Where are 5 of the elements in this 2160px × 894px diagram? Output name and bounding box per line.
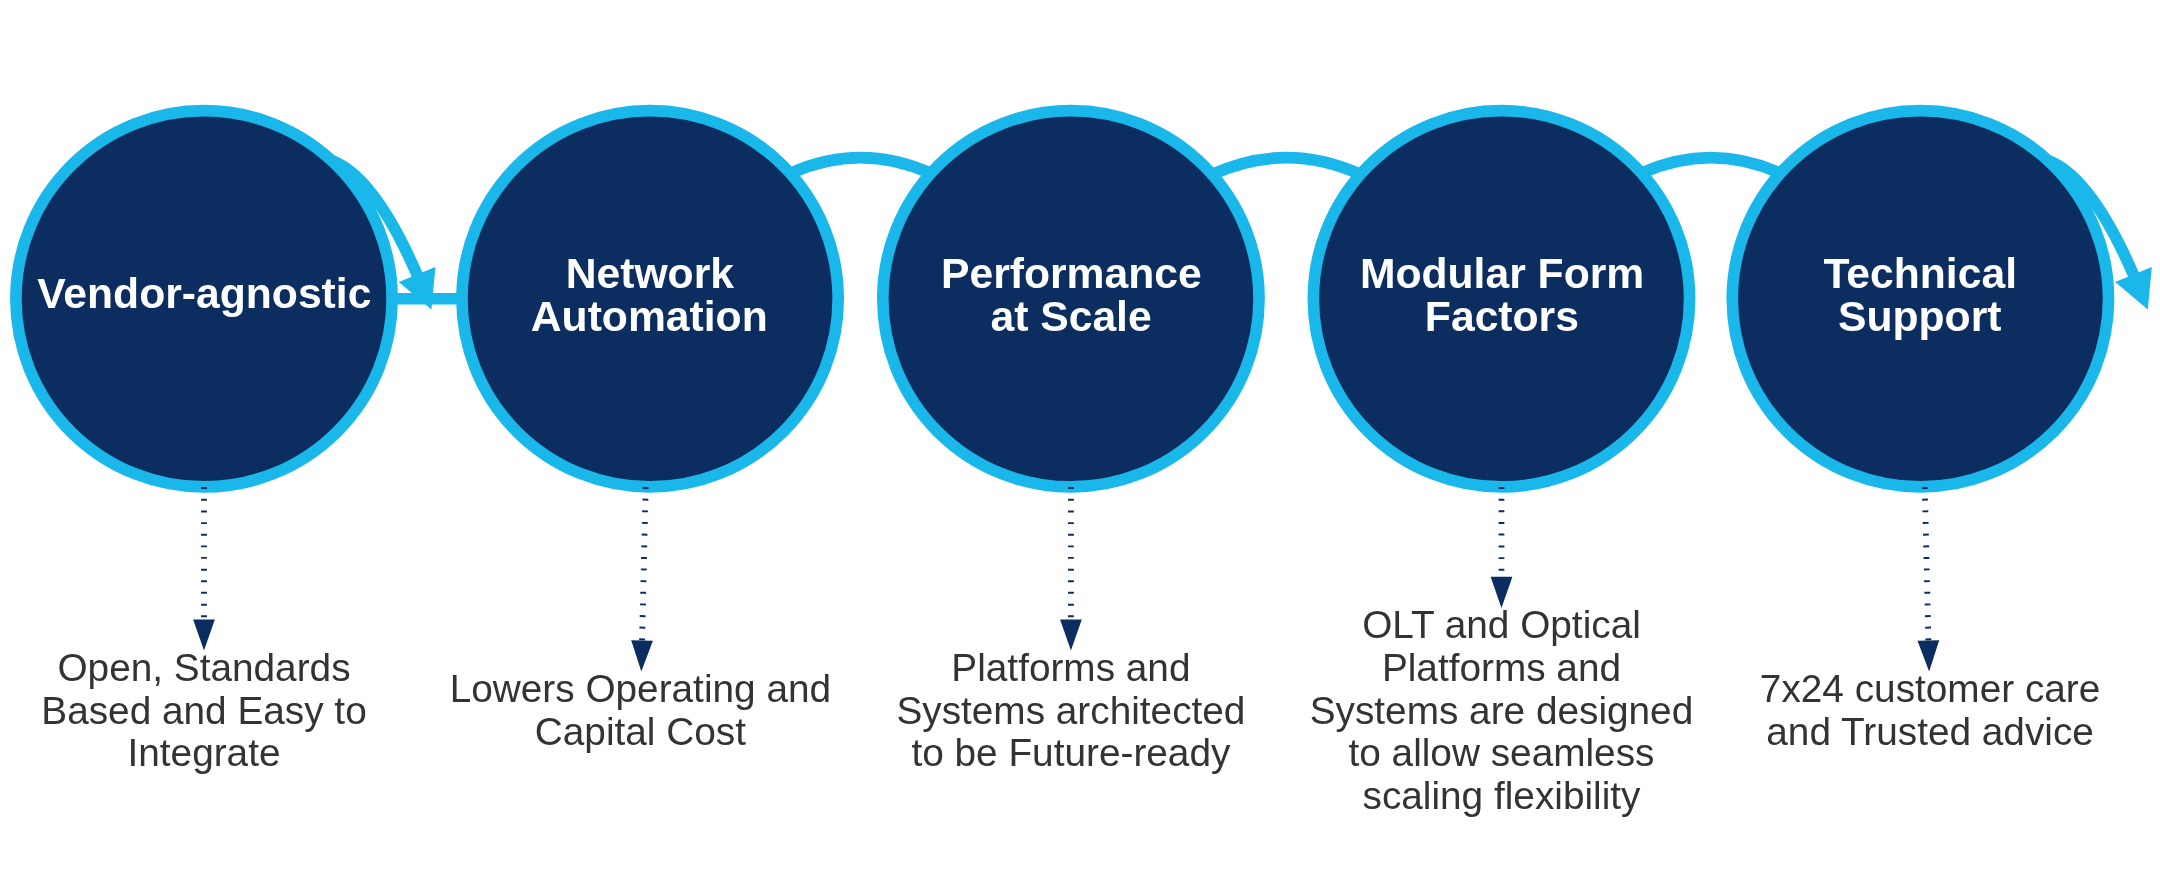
node-text: OLT and Optical Platforms and Systems are designed to allow seamless scaling flexibility	[1309, 603, 1694, 817]
node-text: 7x24 customer care and Trusted advice	[1759, 667, 2101, 753]
node-text: Open, Standards Based and Easy to Integrate	[41, 645, 367, 775]
node-text: Platforms and Systems architected to be Future-ready	[896, 645, 1246, 775]
node-text: Lowers Operating and Capital Cost	[449, 667, 832, 753]
